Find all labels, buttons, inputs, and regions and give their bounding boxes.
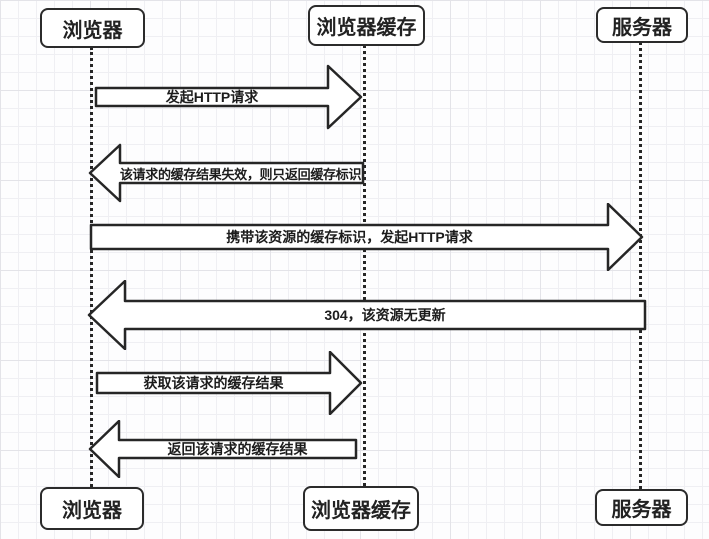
message-arrow-3-request-with-cache-identifier: 携带该资源的缓存标识，发起HTTP请求 [89,203,645,271]
lifeline-browser-cache [363,45,366,486]
actor-label: 服务器 [611,499,672,521]
message-label-4: 304，该资源无更新 [324,307,446,323]
message-label-2: 该请求的缓存结果失效，则只返回缓存标识 [119,166,362,182]
actor-top-browser: 浏览器 [40,8,145,48]
right-arrow-icon [95,351,363,415]
left-arrow-icon [88,143,365,203]
message-label-1: 发起HTTP请求 [165,89,259,105]
message-label-3: 携带该资源的缓存标识，发起HTTP请求 [226,229,473,245]
actor-label: 浏览器 [62,500,122,522]
actor-label: 浏览器 [62,19,123,42]
left-arrow-icon [88,420,358,478]
message-arrow-6-return-cached-result: 返回该请求的缓存结果 [88,420,358,478]
actor-label: 浏览器缓存 [311,500,411,522]
message-arrow-1-initiate-http-request: 发起HTTP请求 [94,64,363,130]
actor-top-browser-cache: 浏览器缓存 [308,5,425,46]
message-arrow-5-get-cached-result: 获取该请求的缓存结果 [95,351,363,415]
actor-top-server: 服务器 [596,7,688,43]
right-arrow-icon [89,203,644,271]
message-label-5: 获取该请求的缓存结果 [143,375,284,391]
lifeline-server [639,42,642,489]
message-arrow-2-cache-invalid-return-identifier: 该请求的缓存结果失效，则只返回缓存标识 [88,143,366,205]
actor-bottom-browser: 浏览器 [40,487,144,530]
left-arrow-icon [87,280,647,350]
message-label-6: 返回该请求的缓存结果 [167,441,308,457]
right-arrow-icon [94,64,363,130]
actor-label: 浏览器缓存 [316,17,417,39]
actor-label: 服务器 [612,16,672,39]
lifeline-browser [90,47,93,487]
actor-bottom-browser-cache: 浏览器缓存 [303,486,419,531]
message-arrow-4-304-not-modified: 304，该资源无更新 [87,280,647,350]
actor-bottom-server: 服务器 [595,489,688,526]
